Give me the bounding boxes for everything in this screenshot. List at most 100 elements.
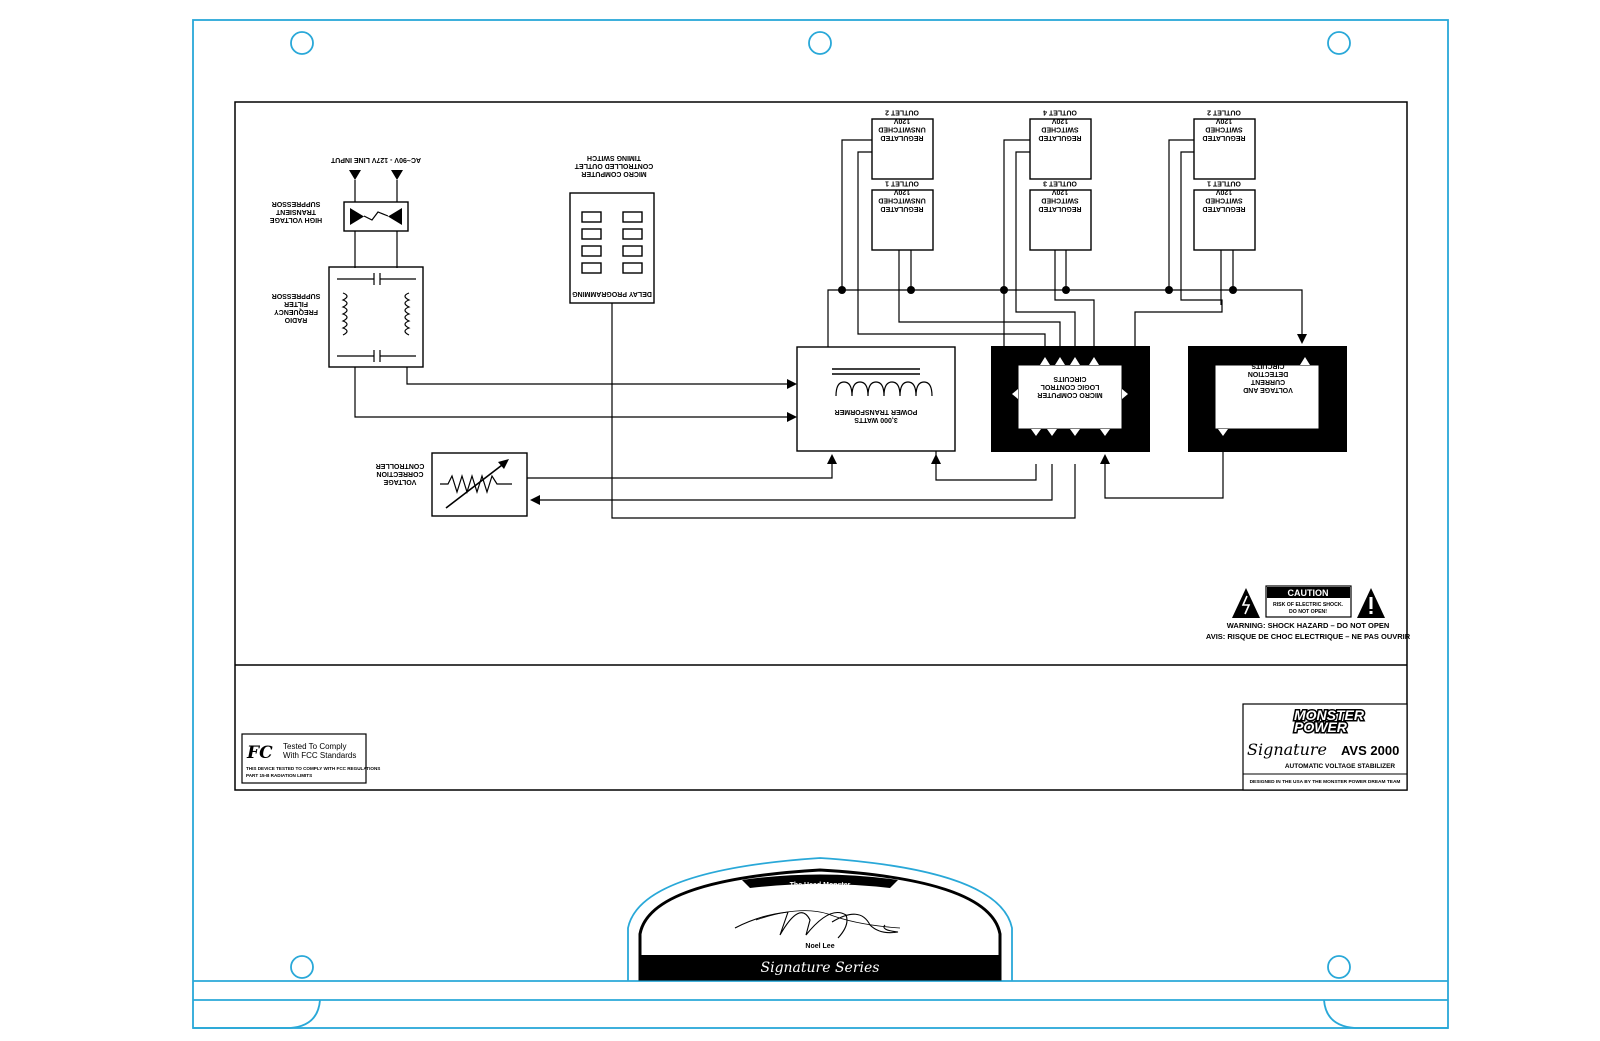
label-line: REGULATED bbox=[1202, 205, 1245, 212]
label-line: CURRENT bbox=[1250, 378, 1285, 385]
fcc-logo: FC bbox=[246, 743, 273, 763]
variable-resistor-icon bbox=[440, 459, 512, 509]
model-subtitle: AUTOMATIC VOLTAGE STABILIZER bbox=[1285, 763, 1396, 770]
label-line: DETECTION bbox=[1248, 370, 1288, 377]
label-line: SWITCHED bbox=[1041, 126, 1078, 133]
fcc-tested-line-1: Tested To Comply bbox=[283, 742, 346, 751]
label-line: UNSWITCHED bbox=[878, 197, 925, 204]
svg-text:POWER: POWER bbox=[1294, 719, 1348, 735]
signature-series-label: Signature Series bbox=[761, 960, 880, 976]
lightning-warning-icon bbox=[1232, 588, 1260, 618]
label-line: SUPPRESSOR bbox=[272, 292, 321, 299]
logic-pins bbox=[1012, 357, 1128, 436]
label-line: 3,000 WATTS bbox=[854, 416, 898, 423]
signature-badge: The Head Monster Noel Lee Signature Seri… bbox=[638, 868, 1002, 981]
fcc-note-line-1: THIS DEVICE TESTED TO COMPLY WITH FCC RE… bbox=[246, 766, 380, 771]
label-line: MICRO COMPUTER bbox=[1037, 391, 1102, 398]
label-line: OUTLET 1 bbox=[1207, 180, 1241, 187]
voltage-controller-block bbox=[431, 452, 528, 517]
outlet-label: REGULATEDSWITCHED 120VOUTLET 1 bbox=[1202, 180, 1245, 213]
label-line: RADIO bbox=[284, 316, 307, 323]
label-line: REGULATED bbox=[880, 205, 923, 212]
label-line: LOGIC CONTROL bbox=[1040, 383, 1099, 390]
handwritten-signature bbox=[734, 910, 901, 939]
label-line: REGULATED bbox=[1038, 205, 1081, 212]
input-terminal-icon bbox=[391, 170, 403, 180]
label-line: UNSWITCHED bbox=[878, 126, 925, 133]
outlet-label: REGULATEDSWITCHED120VOUTLET 2 bbox=[1202, 109, 1245, 142]
label-line: FREQUENCY bbox=[274, 308, 318, 315]
mounting-hole bbox=[290, 955, 314, 979]
label-line: TRANSIENT bbox=[275, 208, 316, 215]
head-monster-label: The Head Monster bbox=[790, 882, 851, 889]
outlet-block bbox=[871, 118, 934, 180]
label-line: OUTLET 4 bbox=[1043, 109, 1077, 116]
fcc-label: FC Tested To Comply With FCC Standards T… bbox=[241, 733, 380, 784]
warning-french: AVIS: RISQUE DE CHOC ELECTRIQUE – NE PAS… bbox=[1206, 632, 1411, 641]
rf-inductor-icon bbox=[341, 292, 411, 336]
timing-switch-section: MICRO COMPUTERCONTROLLED OUTLETTIMING SW… bbox=[569, 154, 1076, 519]
outlet-section: REGULATEDUNSWITCHED120VOUTLET 2 REGULATE… bbox=[827, 109, 1307, 395]
label-line: CONTROLLED OUTLET bbox=[574, 162, 653, 169]
timing-switch-buttons bbox=[581, 211, 643, 274]
transformer-label: 3,000 WATTSPOWER TRANSFORMER bbox=[835, 408, 918, 423]
panel-frame bbox=[234, 101, 1408, 791]
outlet-block bbox=[871, 189, 934, 251]
label-line: CIRCUITS bbox=[1053, 375, 1086, 382]
chassis-outline bbox=[192, 19, 1449, 1029]
label-line: 120V bbox=[1052, 117, 1069, 124]
label-line: SUPPRESSOR bbox=[272, 200, 321, 207]
label-line: MICRO COMPUTER bbox=[581, 170, 646, 177]
label-line: 120V bbox=[894, 117, 911, 124]
label-line: TIMING SWITCH bbox=[587, 154, 641, 161]
label-line: POWER TRANSFORMER bbox=[835, 408, 918, 415]
label-line: OUTLET 3 bbox=[1043, 180, 1077, 187]
outlet-block bbox=[1029, 118, 1092, 180]
label-line: VOLTAGE AND bbox=[1243, 386, 1293, 393]
delay-programming-label: DELAY PROGRAMMING bbox=[572, 290, 652, 297]
voltage-controller-section: VOLTAGECORRECTIONCONTROLLER bbox=[376, 452, 1053, 517]
label-line: SWITCHED bbox=[1041, 197, 1078, 204]
detection-section: VOLTAGE ANDCURRENTDETECTIONCIRCUITS bbox=[1100, 346, 1347, 499]
label-line: CORRECTION bbox=[376, 470, 423, 477]
signature-wordmark: Signature bbox=[1247, 740, 1327, 759]
label-line: REGULATED bbox=[1038, 134, 1081, 141]
label-line: CIRCUITS bbox=[1251, 362, 1284, 369]
brand-label: MONSTER POWER Signature AVS 2000 AUTOMAT… bbox=[1242, 703, 1408, 791]
label-line: OUTLET 2 bbox=[885, 109, 919, 116]
label-line: HIGH VOLTAGE bbox=[270, 216, 323, 223]
input-terminal-icon bbox=[349, 170, 361, 180]
warning-english: WARNING: SHOCK HAZARD – DO NOT OPEN bbox=[1227, 621, 1390, 630]
suppressor-diode-icon bbox=[350, 208, 402, 225]
label-line: 120V bbox=[1216, 188, 1233, 195]
label-line: SWITCHED bbox=[1205, 126, 1242, 133]
outlet-label: REGULATEDSWITCHED 120VOUTLET 4 bbox=[1038, 109, 1081, 142]
fcc-tested-line-2: With FCC Standards bbox=[283, 751, 356, 760]
monster-power-logo: MONSTER POWER bbox=[1293, 706, 1367, 737]
transformer-coil-icon bbox=[832, 368, 933, 397]
label-line: SWITCHED bbox=[1205, 197, 1242, 204]
voltage-controller-label: VOLTAGECORRECTIONCONTROLLER bbox=[376, 462, 425, 485]
transformer-block bbox=[796, 346, 956, 452]
caution-title: CAUTION bbox=[1288, 588, 1329, 598]
rf-filter-label: RADIOFREQUENCYFILTERSUPPRESSOR bbox=[272, 292, 321, 323]
outlet-block bbox=[1193, 118, 1256, 180]
mounting-hole bbox=[808, 31, 832, 55]
label-line: FILTER bbox=[284, 300, 308, 307]
rf-capacitor-icon bbox=[337, 273, 416, 362]
label-line: OUTLET 2 bbox=[1207, 109, 1241, 116]
outlet-block bbox=[1193, 189, 1256, 251]
outlet-label: REGULATEDSWITCHED120VOUTLET 3 bbox=[1038, 180, 1081, 213]
model-name: AVS 2000 bbox=[1341, 743, 1399, 758]
label-line: 120V bbox=[1216, 117, 1233, 124]
mounting-hole bbox=[1327, 31, 1351, 55]
label-line: REGULATED bbox=[880, 134, 923, 141]
transient-suppressor-label: HIGH VOLTAGETRANSIENTSUPPRESSOR bbox=[270, 200, 323, 223]
label-line: 120V bbox=[894, 188, 911, 195]
timing-switch-label: MICRO COMPUTERCONTROLLED OUTLETTIMING SW… bbox=[574, 154, 653, 177]
line-input-section: AC~90V - 127V LINE INPUT HIGH VOLTAGETRA… bbox=[270, 156, 797, 422]
transient-suppressor-block bbox=[343, 201, 409, 232]
mounting-hole bbox=[290, 31, 314, 55]
